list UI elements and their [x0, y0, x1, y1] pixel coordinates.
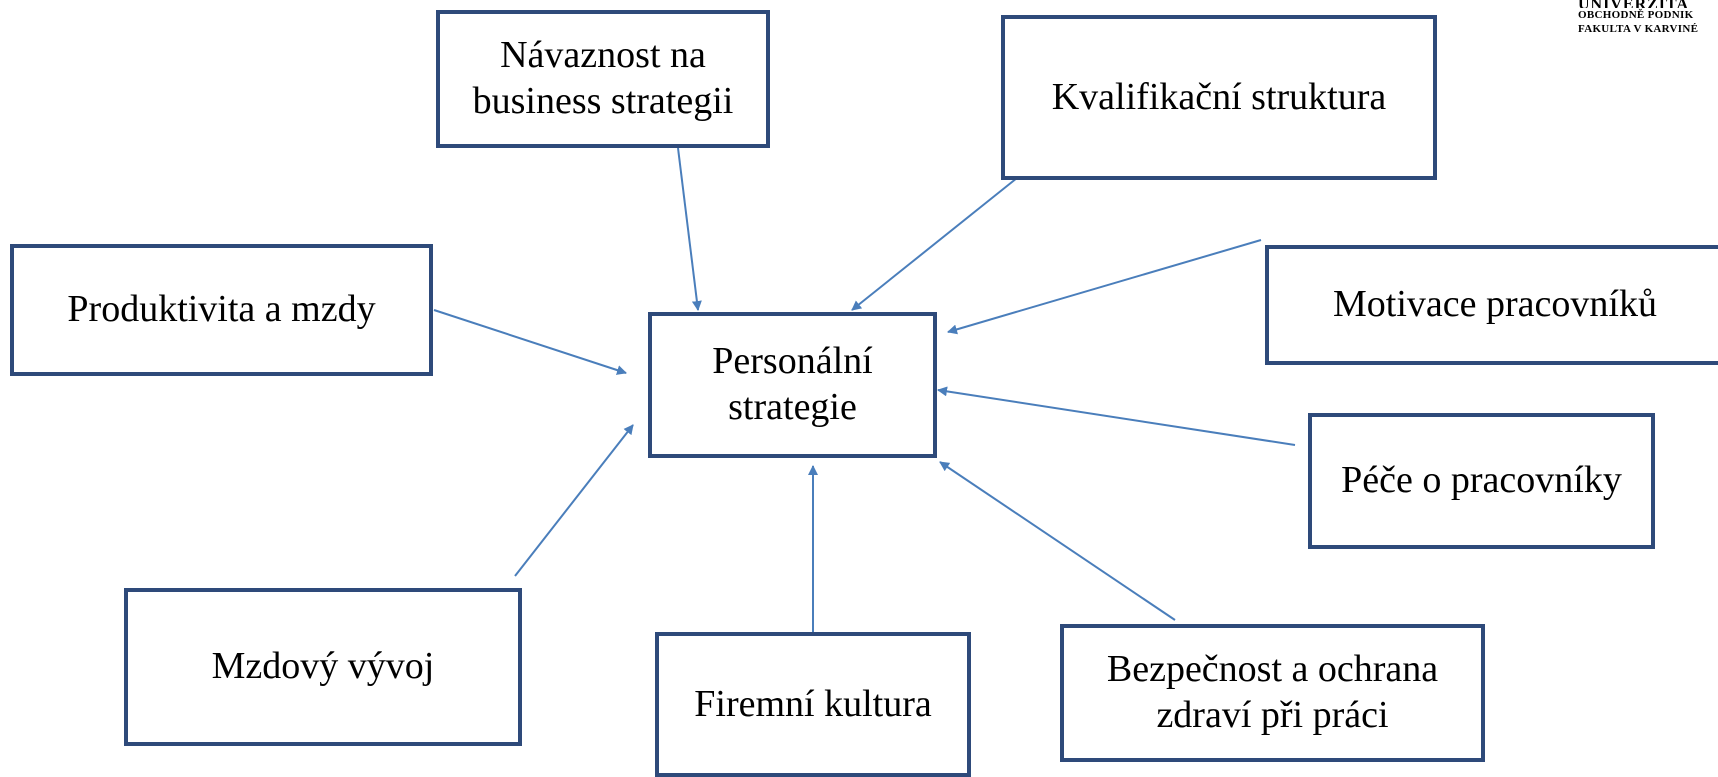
node-navaznost: Návaznost na business strategii — [436, 10, 770, 148]
arrow-bezpecnost — [939, 461, 1176, 621]
node-mzdovy-vyvoj: Mzdový vývoj — [124, 588, 522, 746]
arrow-motivace — [947, 239, 1262, 335]
node-motivace: Motivace pracovníků — [1265, 245, 1718, 365]
node-personalni-strategie: Personální strategie — [648, 312, 937, 458]
arrow-navaznost — [677, 147, 702, 311]
logo-line-1: OBCHODNĚ PODNIK — [1578, 9, 1694, 21]
arrow-kvalifikacni — [851, 169, 1028, 311]
node-kvalifikacni-struktura: Kvalifikační struktura — [1001, 15, 1437, 180]
node-bezpecnost: Bezpečnost a ochrana zdraví při práci — [1060, 624, 1485, 762]
node-firemni-kultura: Firemní kultura — [655, 632, 971, 777]
arrow-produktivita — [433, 309, 627, 375]
logo-title: UNIVERZITA — [1578, 0, 1718, 8]
arrow-pece — [937, 386, 1296, 446]
arrow-mzdovy — [514, 424, 634, 577]
node-pece: Péče o pracovníky — [1308, 413, 1655, 549]
node-produktivita: Produktivita a mzdy — [10, 244, 433, 376]
logo-line-2: FAKULTA V KARVINÉ — [1578, 23, 1699, 35]
university-logo: UNIVERZITA OBCHODNĚ PODNIK FAKULTA V KAR… — [1578, 0, 1718, 36]
